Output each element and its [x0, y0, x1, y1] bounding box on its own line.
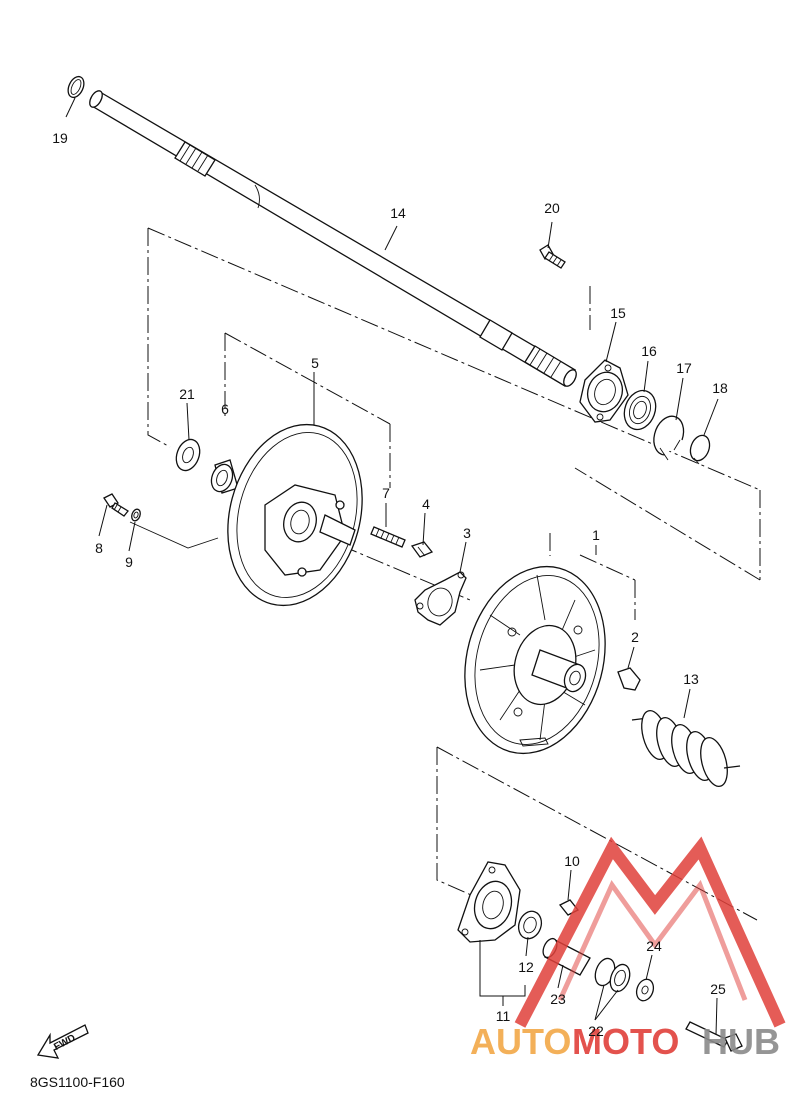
bolt-8 — [103, 493, 129, 517]
watermark-text-hub: HUB — [702, 1021, 780, 1062]
watermark-text-auto: AUTO — [470, 1021, 571, 1062]
callout-13: 13 — [683, 671, 699, 687]
fwd-label: FWD — [52, 1033, 77, 1053]
watermark-text-moto: MOTO — [572, 1021, 679, 1062]
callout-22: 22 — [588, 1023, 604, 1039]
o-ring-19 — [67, 75, 85, 99]
callout-23: 23 — [550, 991, 566, 1007]
bushing-22 — [594, 957, 631, 993]
callout-20: 20 — [544, 200, 560, 216]
callout-12: 12 — [518, 959, 534, 975]
watermark-text: AUTO MOTO HUB — [470, 1021, 780, 1062]
circlip-18 — [689, 434, 711, 465]
fwd-arrow-icon: FWD — [36, 1024, 89, 1059]
nut-4 — [410, 541, 434, 558]
callout-7: 7 — [382, 485, 390, 501]
washer-24 — [635, 978, 655, 1002]
callout-14: 14 — [390, 205, 406, 221]
callout-8: 8 — [95, 540, 103, 556]
callout-9: 9 — [125, 554, 133, 570]
bolt-20 — [539, 244, 566, 269]
torque-cam-11 — [457, 861, 521, 943]
callout-4: 4 — [422, 496, 430, 512]
bearing-6 — [210, 459, 239, 494]
leader-lines — [65, 97, 719, 1036]
diagram-code: 8GS1100-F160 — [30, 1074, 125, 1090]
callout-3: 3 — [463, 525, 471, 541]
fixed-sheave-5 — [227, 423, 363, 607]
bushing-12 — [517, 910, 543, 940]
callout-15: 15 — [610, 305, 626, 321]
bolt-25 — [685, 1021, 743, 1052]
washer-21 — [175, 438, 201, 472]
bearing-16 — [623, 389, 657, 431]
callout-labels: 19 14 20 15 16 17 18 5 21 6 7 4 3 1 8 9 … — [52, 130, 728, 1039]
slider-2 — [617, 667, 641, 691]
bearing-housing-15 — [579, 359, 629, 423]
sliding-sheave-1 — [464, 565, 606, 755]
callout-10: 10 — [564, 853, 580, 869]
callout-24: 24 — [646, 938, 662, 954]
assembly-guide-lines — [129, 227, 761, 921]
callout-19: 19 — [52, 130, 68, 146]
primary-shaft-14 — [89, 90, 577, 387]
circlip-17 — [653, 415, 685, 461]
callout-1: 1 — [592, 527, 600, 543]
callout-16: 16 — [641, 343, 657, 359]
callout-5: 5 — [311, 355, 319, 371]
washer-9 — [131, 508, 141, 522]
callout-6: 6 — [221, 401, 229, 417]
stud-7 — [370, 526, 406, 548]
watermark-logo — [514, 836, 786, 1028]
callout-18: 18 — [712, 380, 728, 396]
callout-21: 21 — [179, 386, 195, 402]
gasket-3 — [414, 571, 467, 626]
callout-25: 25 — [710, 981, 726, 997]
callout-2: 2 — [631, 629, 639, 645]
callout-11: 11 — [496, 1008, 511, 1024]
spring-13 — [631, 710, 741, 787]
callout-17: 17 — [676, 360, 692, 376]
